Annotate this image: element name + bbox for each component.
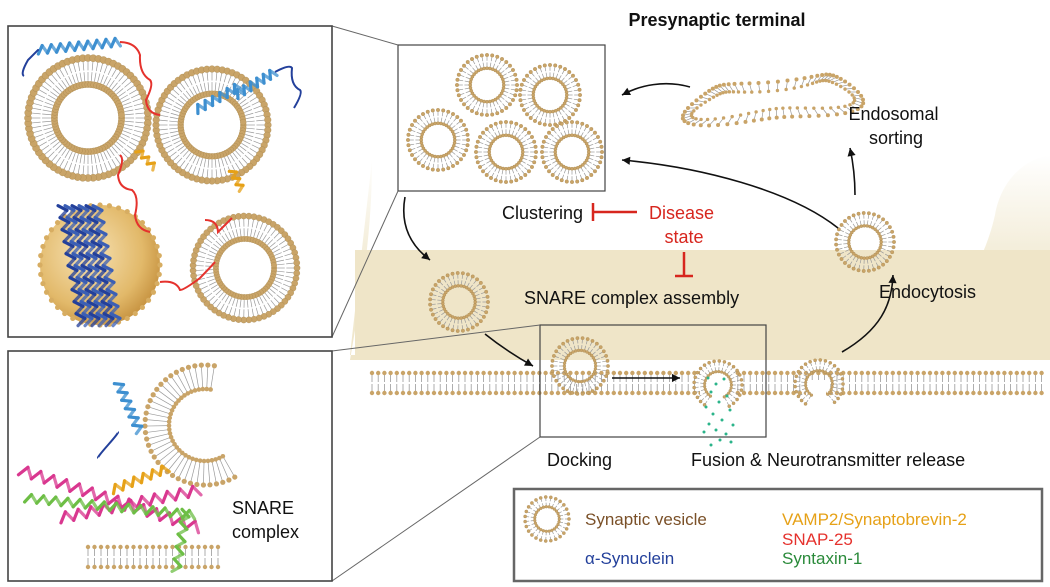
snare-vesicle-arc: [142, 362, 238, 488]
snare-complex-label: SNARE complex: [232, 498, 299, 542]
disease-state-label: Disease state: [649, 203, 719, 247]
synaptic-vesicle-1: [455, 53, 519, 117]
vamp2-helix: [111, 464, 172, 496]
synaptic-vesicle-7: [834, 211, 896, 273]
fibril-strand-4: [77, 204, 108, 328]
syntaxin-helix: [23, 493, 197, 521]
legend-box: [512, 487, 1044, 583]
synuclein-helix-1: [36, 36, 122, 56]
zoom-connector-bottom: [331, 324, 541, 582]
snare-synuclein-tail: [96, 431, 120, 459]
snare-assembly-label: SNARE complex assembly: [524, 288, 739, 308]
snap-tail-2: [159, 261, 216, 292]
synuclein-aggregate: [37, 202, 163, 328]
synuclein-tail-3: [274, 65, 302, 109]
arrow-endocytosis-up: [841, 274, 897, 353]
zoom-panels: [7, 25, 541, 582]
endocytic-vesicle: [793, 358, 845, 406]
synuclein-helix-2: [196, 82, 244, 116]
cytoplasm-lower: [355, 250, 1050, 360]
legend-synuclein-label: α-Synuclein: [585, 549, 674, 568]
inhibit-snare-icon: [675, 252, 693, 278]
endocytosis-label: Endocytosis: [879, 282, 976, 302]
arrow-layer: [403, 82, 897, 383]
syntaxin-tmd: [170, 507, 191, 573]
arrow-endocytosis-to-cluster: [621, 156, 839, 229]
endosome: [680, 72, 866, 128]
synaptic-vesicle-4: [474, 120, 538, 184]
inhibit-clustering-icon: [591, 203, 637, 221]
arrow-endosome-to-cluster: [621, 82, 691, 96]
endocytic-gap: [806, 380, 826, 410]
synaptic-vesicle-6: [428, 271, 490, 333]
diagram-title: Presynaptic terminal: [628, 10, 805, 30]
snap-tail-3: [204, 217, 233, 235]
synaptic-vesicle-2: [518, 63, 582, 127]
arrow-endocytosis-to-endosome: [847, 147, 856, 196]
legend-snap25-label: SNAP-25: [782, 530, 853, 549]
docking-box: [539, 324, 767, 438]
legend-vesicle-icon: [523, 495, 571, 543]
vamp-helix-2: [227, 169, 245, 193]
plasma-membrane-bilayer: [369, 370, 1044, 396]
zoom-vesicle-1: [24, 54, 152, 182]
arrow-docking-to-fusion: [612, 373, 680, 383]
fibril-strand-1: [56, 204, 87, 328]
synuclein-tail-2: [21, 48, 40, 77]
fusing-vesicle: [692, 359, 744, 408]
synaptic-vesicle-3: [406, 108, 470, 172]
snare-line-2: complex: [232, 522, 299, 542]
endosomal-line-2: sorting: [869, 128, 923, 148]
zoom-vesicle-3: [189, 212, 301, 324]
legend-vesicle-ring: [523, 495, 571, 543]
vamp-helix-1: [134, 149, 156, 172]
zoom-connector-top: [331, 25, 399, 338]
fibril-strand-3: [70, 204, 101, 328]
docking-label: Docking: [547, 450, 612, 470]
disease-line-2: state: [664, 227, 703, 247]
synuclein-tail-1: [119, 41, 161, 116]
fibril-strand-6: [91, 204, 122, 328]
legend-syntaxin-label: Syntaxin-1: [782, 549, 862, 568]
snare-synuclein-helix: [112, 382, 144, 436]
legend: Synaptic vesicle α-Synuclein VAMP2/Synap…: [512, 487, 1044, 583]
docked-vesicle: [550, 336, 610, 396]
fibril-strand-5: [84, 204, 115, 328]
synuclein-helix-3: [235, 68, 279, 101]
zoom-panel-snare: [7, 350, 333, 582]
neurotransmitter-dots: [702, 376, 735, 447]
snap-tail-1: [116, 154, 151, 233]
synaptic-vesicle-5: [540, 120, 604, 184]
fusion-label: Fusion & Neurotransmitter release: [691, 450, 965, 470]
arrow-cluster-to-free: [403, 196, 431, 261]
endosomal-sorting-label: Endosomal sorting: [848, 104, 943, 148]
legend-vesicle-label: Synaptic vesicle: [585, 510, 707, 529]
plasma-membrane: [369, 366, 1044, 410]
legend-vamp2-label: VAMP2/Synaptobrevin-2: [782, 510, 967, 529]
endosomal-line-1: Endosomal: [848, 104, 938, 124]
vesicle-layer: [397, 44, 896, 447]
cluster-box: [397, 44, 606, 192]
clustering-label: Clustering: [502, 203, 583, 223]
fibril-strand-2: [63, 204, 94, 328]
snare-line-1: SNARE: [232, 498, 294, 518]
arrow-free-to-docking: [484, 333, 534, 367]
disease-line-1: Disease: [649, 203, 714, 223]
